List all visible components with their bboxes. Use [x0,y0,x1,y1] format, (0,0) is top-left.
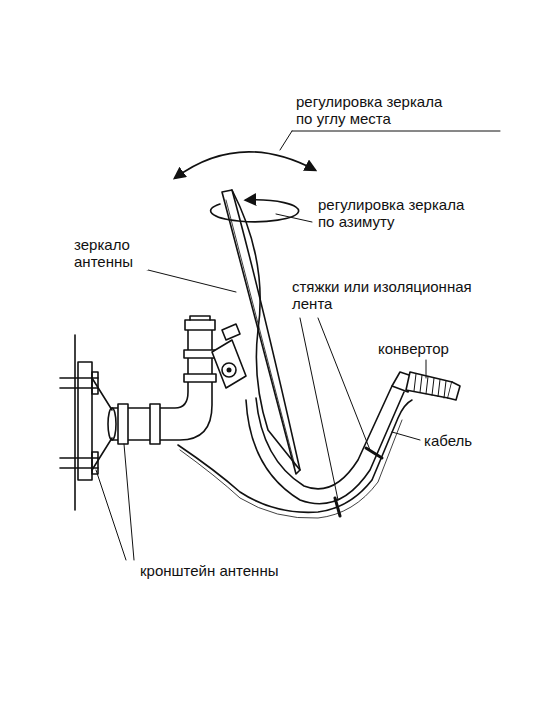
elevation-arrow [175,152,315,178]
ties-label: стяжки или изоляционная лента [290,278,479,312]
mount-bolt [222,363,236,377]
pipe-end [108,408,116,440]
cable-ties [335,448,382,516]
mirror-back [232,190,300,470]
cable [178,400,412,512]
wall-bolts [60,372,98,474]
azimuth-arrow [211,200,299,222]
bracket-cone [92,378,112,470]
converter-cap [448,382,460,400]
wall-plate [78,362,92,480]
wall-line [74,335,76,510]
antenna-mirror [222,190,300,474]
converter-rib [420,375,422,392]
cable-edge [180,420,402,518]
mirror-mount [212,340,246,388]
mast-cap [185,320,215,330]
mount-bracket [222,324,240,340]
converter-label: конвертор [376,340,480,357]
mirror-label: зеркало антенны [72,236,148,270]
pipe-clamps [118,350,216,444]
elevation-label: регулировка зеркала по углу места [294,93,458,127]
converter-rib [444,381,446,398]
bracket-label: кронштейн антенны [138,562,312,579]
converter-rib [432,378,434,395]
feed-arm [246,386,404,504]
leader-lines [96,131,500,560]
mast-cap-top [190,316,210,320]
converter-rib [426,377,428,394]
converter-rib [414,374,416,391]
azimuth-label: регулировка зеркала по азимуту [316,196,480,230]
lnb-converter [406,372,452,398]
converter-ribs [414,374,446,398]
cable-label: кабель [422,432,496,449]
converter-rib [438,380,440,397]
